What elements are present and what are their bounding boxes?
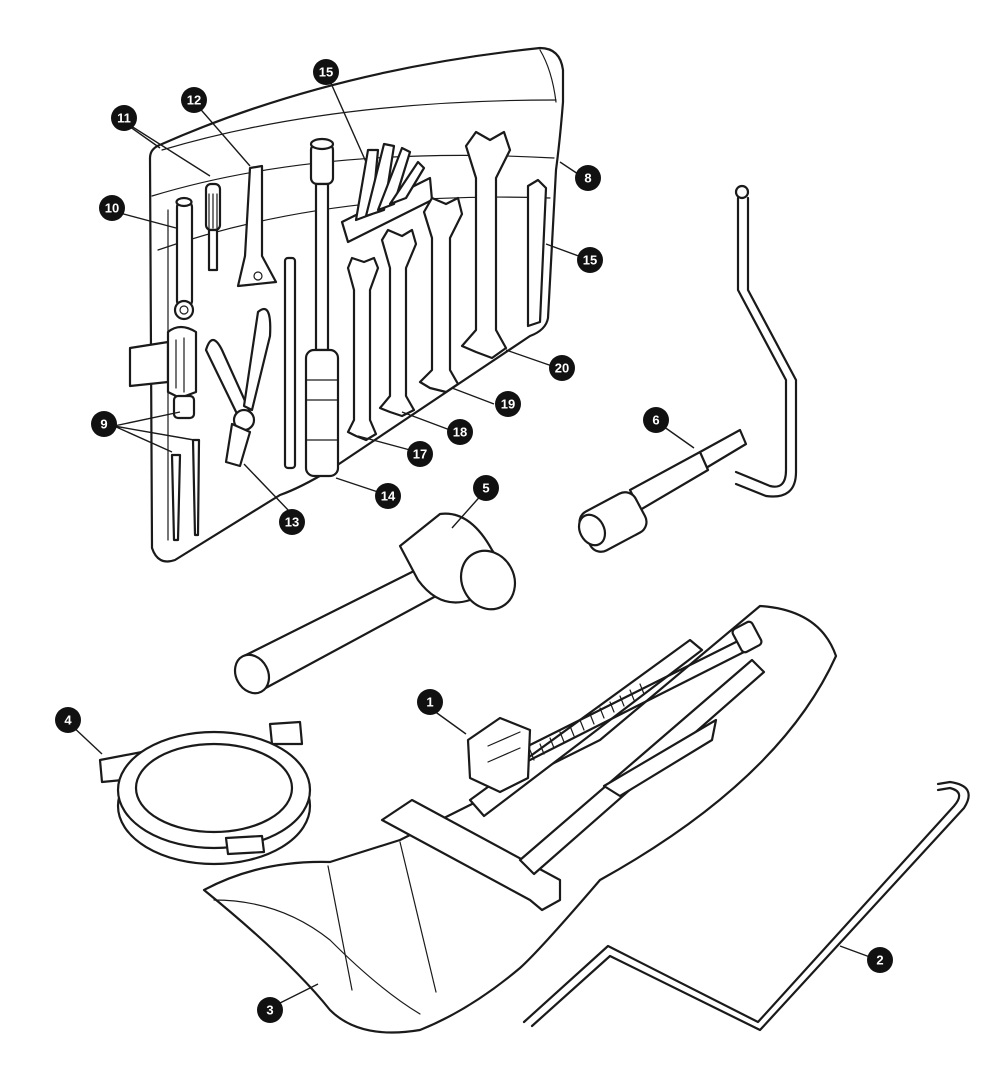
callout-5-label: 5 <box>482 481 489 496</box>
flat-bar <box>526 178 548 328</box>
callout-8: 8 <box>575 165 601 191</box>
callout-2-label: 2 <box>876 953 883 968</box>
callout-17-label: 17 <box>413 447 427 462</box>
scissor-jack <box>380 620 766 912</box>
callout-15-top: 15 <box>313 59 339 85</box>
callout-18-label: 18 <box>453 425 467 440</box>
pliers <box>204 307 272 468</box>
callout-14: 14 <box>375 483 401 509</box>
callout-15-right-label: 15 <box>583 253 597 268</box>
callout-11: 11 <box>111 105 137 131</box>
feeler-gauge <box>340 142 434 244</box>
callout-18: 18 <box>447 419 473 445</box>
callout-11-label: 11 <box>117 111 131 126</box>
callout-10: 10 <box>99 195 125 221</box>
callout-12: 12 <box>181 87 207 113</box>
callout-15-top-label: 15 <box>319 65 333 80</box>
callout-15-right: 15 <box>577 247 603 273</box>
wrench-18 <box>378 228 418 418</box>
callout-6: 6 <box>643 407 669 433</box>
wrench-20 <box>460 130 512 360</box>
callout-5: 5 <box>473 475 499 501</box>
callout-4: 4 <box>55 707 81 733</box>
callout-1: 1 <box>417 689 443 715</box>
wrench-19 <box>418 196 464 394</box>
callout-9: 9 <box>91 411 117 437</box>
callout-14-label: 14 <box>381 489 396 504</box>
mallet <box>233 512 517 695</box>
callout-10-label: 10 <box>105 201 119 216</box>
crank-handle <box>577 184 798 553</box>
leader-lines <box>69 71 879 1009</box>
wrench-17 <box>346 256 380 442</box>
callout-8-label: 8 <box>584 171 591 186</box>
callout-13-label: 13 <box>285 515 299 530</box>
callout-9-label: 9 <box>100 417 107 432</box>
callout-20-label: 20 <box>555 361 569 376</box>
socket-wrench <box>304 137 340 478</box>
screwdriver-set <box>128 325 201 542</box>
callout-12-label: 12 <box>187 93 201 108</box>
axle-tool <box>173 196 195 321</box>
callout-3-label: 3 <box>266 1003 273 1018</box>
reflector-ring <box>98 720 312 866</box>
callout-17: 17 <box>407 441 433 467</box>
callout-2: 2 <box>867 947 893 973</box>
callout-3: 3 <box>257 997 283 1023</box>
callout-20: 20 <box>549 355 575 381</box>
tire-lever <box>236 164 278 288</box>
callout-4-label: 4 <box>64 713 72 728</box>
callout-19-label: 19 <box>501 397 515 412</box>
small-screwdriver <box>204 182 222 272</box>
callout-19: 19 <box>495 391 521 417</box>
callout-13: 13 <box>279 509 305 535</box>
callout-6-label: 6 <box>652 413 659 428</box>
callout-1-label: 1 <box>426 695 433 710</box>
rod <box>283 256 297 470</box>
jack-handle-rod <box>522 780 970 1032</box>
jack-roll-pouch <box>202 604 838 1034</box>
